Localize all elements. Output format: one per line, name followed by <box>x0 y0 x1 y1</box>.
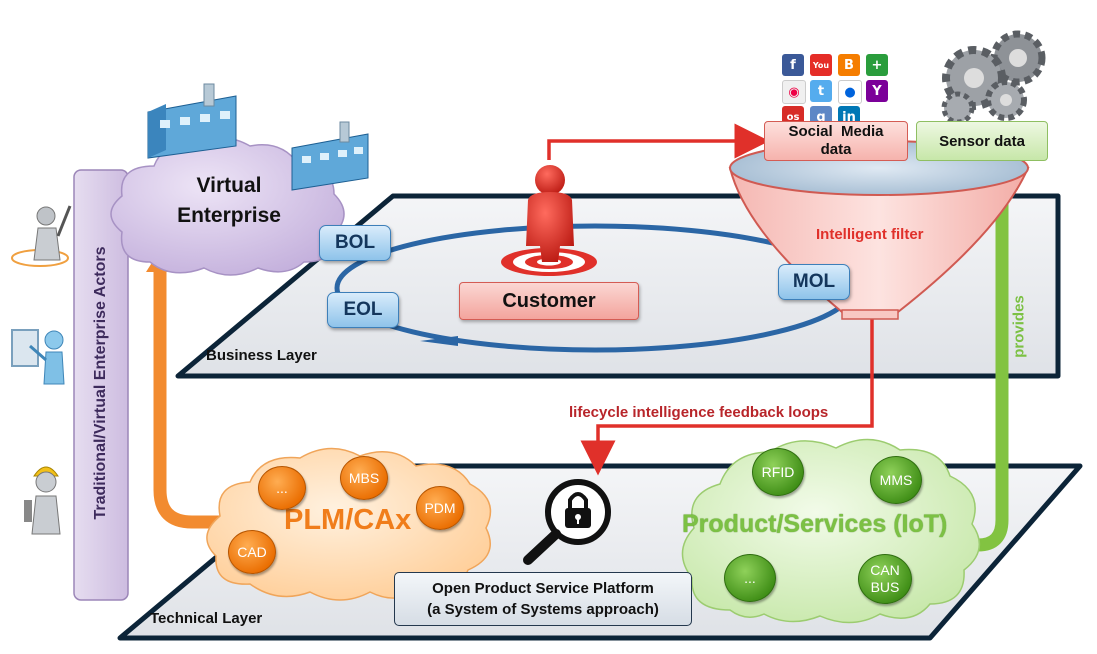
product-item-rfid: RFID <box>752 448 804 496</box>
worker-icon <box>24 466 61 535</box>
plm-item-ellipsis: ... <box>258 466 306 510</box>
gears-icon <box>941 30 1046 125</box>
product-item-mms: MMS <box>870 456 922 504</box>
intelligent-filter-label: Intelligent filter <box>816 226 924 243</box>
mol-badge: MOL <box>778 264 850 300</box>
business-layer-label: Business Layer <box>206 347 317 364</box>
social-media-label-1: Social Media <box>788 123 884 140</box>
sensor-data-box: Sensor data <box>916 121 1048 161</box>
virtual-enterprise-label-2: Enterprise <box>177 204 281 227</box>
designer-icon <box>11 205 72 267</box>
plm-item-pdm: PDM <box>416 486 464 530</box>
social-media-label-2: data <box>820 141 852 158</box>
social-media-data-box: Social Media data <box>764 121 908 161</box>
platform-label-2: (a System of Systems approach) <box>427 601 659 618</box>
plm-item-cad: CAD <box>228 530 276 574</box>
plm-cax-title: PLM/CAx <box>284 504 412 536</box>
virtual-enterprise-label-1: Virtual <box>196 174 262 197</box>
actors-bar <box>73 169 129 601</box>
factory-icon <box>291 121 369 191</box>
customer-label: Customer <box>459 282 639 320</box>
platform-box: Open Product Service Platform (a System … <box>394 572 692 626</box>
padlock-magnifier-icon <box>523 479 611 565</box>
product-item-ellipsis: ... <box>724 554 776 602</box>
eol-badge: EOL <box>327 292 399 328</box>
presenter-icon <box>11 329 65 385</box>
feedback-loop-label: lifecycle intelligence feedback loops <box>569 404 829 421</box>
product-services-title: Product/Services (IoT) <box>682 510 948 538</box>
feedback-loop-arrow <box>580 318 874 476</box>
plm-to-enterprise-arrow <box>153 270 232 529</box>
plm-item-mbs: MBS <box>340 456 388 500</box>
customer-to-social-arrow <box>547 123 770 160</box>
actors-label: Traditional/Virtual Enterprise Actors <box>92 246 109 520</box>
bol-badge: BOL <box>319 225 391 261</box>
technical-layer-label: Technical Layer <box>150 610 263 627</box>
platform-label-1: Open Product Service Platform <box>432 580 654 597</box>
provides-label: provides <box>1010 295 1028 358</box>
social-media-icons: f You B + ◉ t ● Y os g in <box>782 54 894 128</box>
factory-icon <box>147 83 237 159</box>
customer-person-icon <box>501 165 597 276</box>
